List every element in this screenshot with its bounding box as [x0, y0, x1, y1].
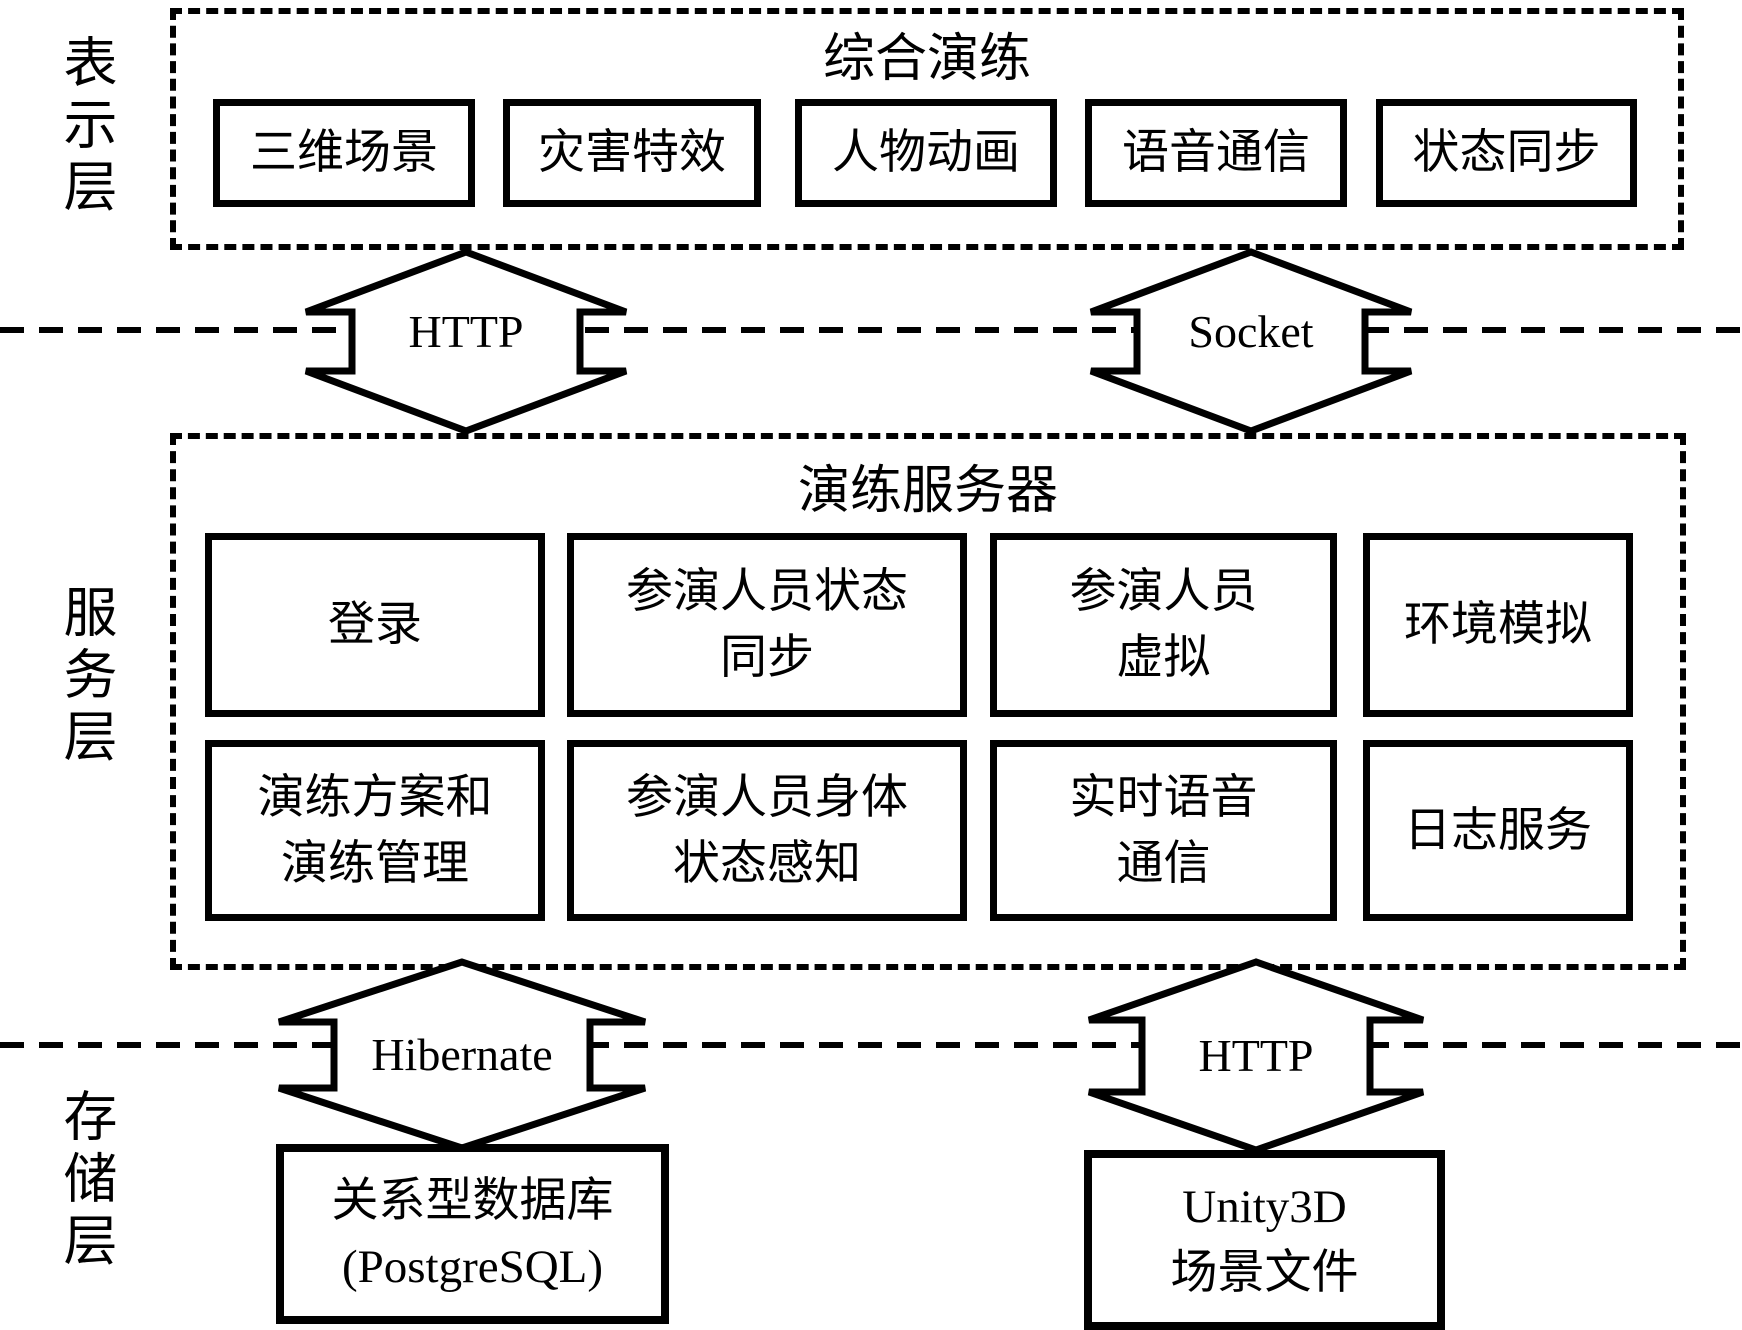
- module-label: 语音通信: [1122, 127, 1310, 179]
- module-label: 三维场景: [250, 127, 438, 179]
- connector-label-socket: Socket: [1188, 306, 1314, 357]
- module-label: 人物动画: [832, 127, 1020, 179]
- layer-label-service: 服务层: [55, 584, 115, 770]
- module-label: 灾害特效: [538, 127, 726, 179]
- service-participant-virtualization: 参演人员 虚拟: [990, 533, 1337, 717]
- connector-label-http-bottom: HTTP: [1198, 1030, 1314, 1081]
- module-label: 通信: [1116, 837, 1211, 890]
- module-3d-scene: 三维场景: [213, 99, 475, 207]
- layer-label-storage: 存储层: [55, 1088, 115, 1274]
- presentation-title: 综合演练: [822, 31, 1031, 88]
- service-title: 演练服务器: [797, 463, 1058, 520]
- service-log-service: 日志服务: [1363, 740, 1633, 921]
- presentation-layer-box: [170, 8, 1684, 250]
- module-label: 演练管理: [281, 837, 469, 890]
- connector-label-hibernate: Hibernate: [371, 1029, 553, 1080]
- service-login: 登录: [205, 533, 545, 717]
- module-character-animation: 人物动画: [795, 99, 1057, 207]
- connector-label-http-top: HTTP: [408, 306, 524, 357]
- service-environment-simulation: 环境模拟: [1363, 533, 1633, 717]
- layer-divider-bottom: [0, 1042, 1742, 1048]
- layer-divider-top: [0, 327, 1742, 333]
- module-label: 参演人员状态: [626, 566, 908, 618]
- module-voice-communication: 语音通信: [1085, 99, 1347, 207]
- module-label: 虚拟: [1116, 632, 1211, 684]
- module-label: 关系型数据库: [331, 1175, 614, 1227]
- service-body-state-sensing: 参演人员身体 状态感知: [567, 740, 967, 921]
- service-participant-state-sync: 参演人员状态 同步: [567, 533, 967, 717]
- module-label: 状态感知: [673, 837, 861, 890]
- module-label: 登录: [328, 599, 422, 651]
- module-label: 参演人员身体: [626, 771, 908, 824]
- module-label: 状态同步: [1412, 127, 1601, 179]
- service-layer-box: [170, 433, 1686, 970]
- module-state-sync: 状态同步: [1376, 99, 1637, 207]
- storage-relational-database: 关系型数据库 (PostgreSQL): [276, 1144, 669, 1324]
- layer-label-presentation: 表示层: [55, 34, 115, 220]
- module-disaster-effects: 灾害特效: [503, 99, 761, 207]
- module-label: 实时语音: [1069, 771, 1258, 824]
- module-label: Unity3D: [1182, 1181, 1347, 1233]
- module-label: 场景文件: [1170, 1247, 1359, 1299]
- module-label: 演练方案和: [257, 771, 493, 824]
- storage-unity3d-scene-files: Unity3D 场景文件: [1084, 1150, 1445, 1330]
- module-label: 日志服务: [1404, 804, 1592, 857]
- service-drill-plan-management: 演练方案和 演练管理: [205, 740, 545, 921]
- module-label: 环境模拟: [1404, 599, 1592, 651]
- service-realtime-voice: 实时语音 通信: [990, 740, 1337, 921]
- module-label: 同步: [720, 632, 814, 684]
- module-label: (PostgreSQL): [341, 1241, 604, 1293]
- module-label: 参演人员: [1069, 566, 1258, 618]
